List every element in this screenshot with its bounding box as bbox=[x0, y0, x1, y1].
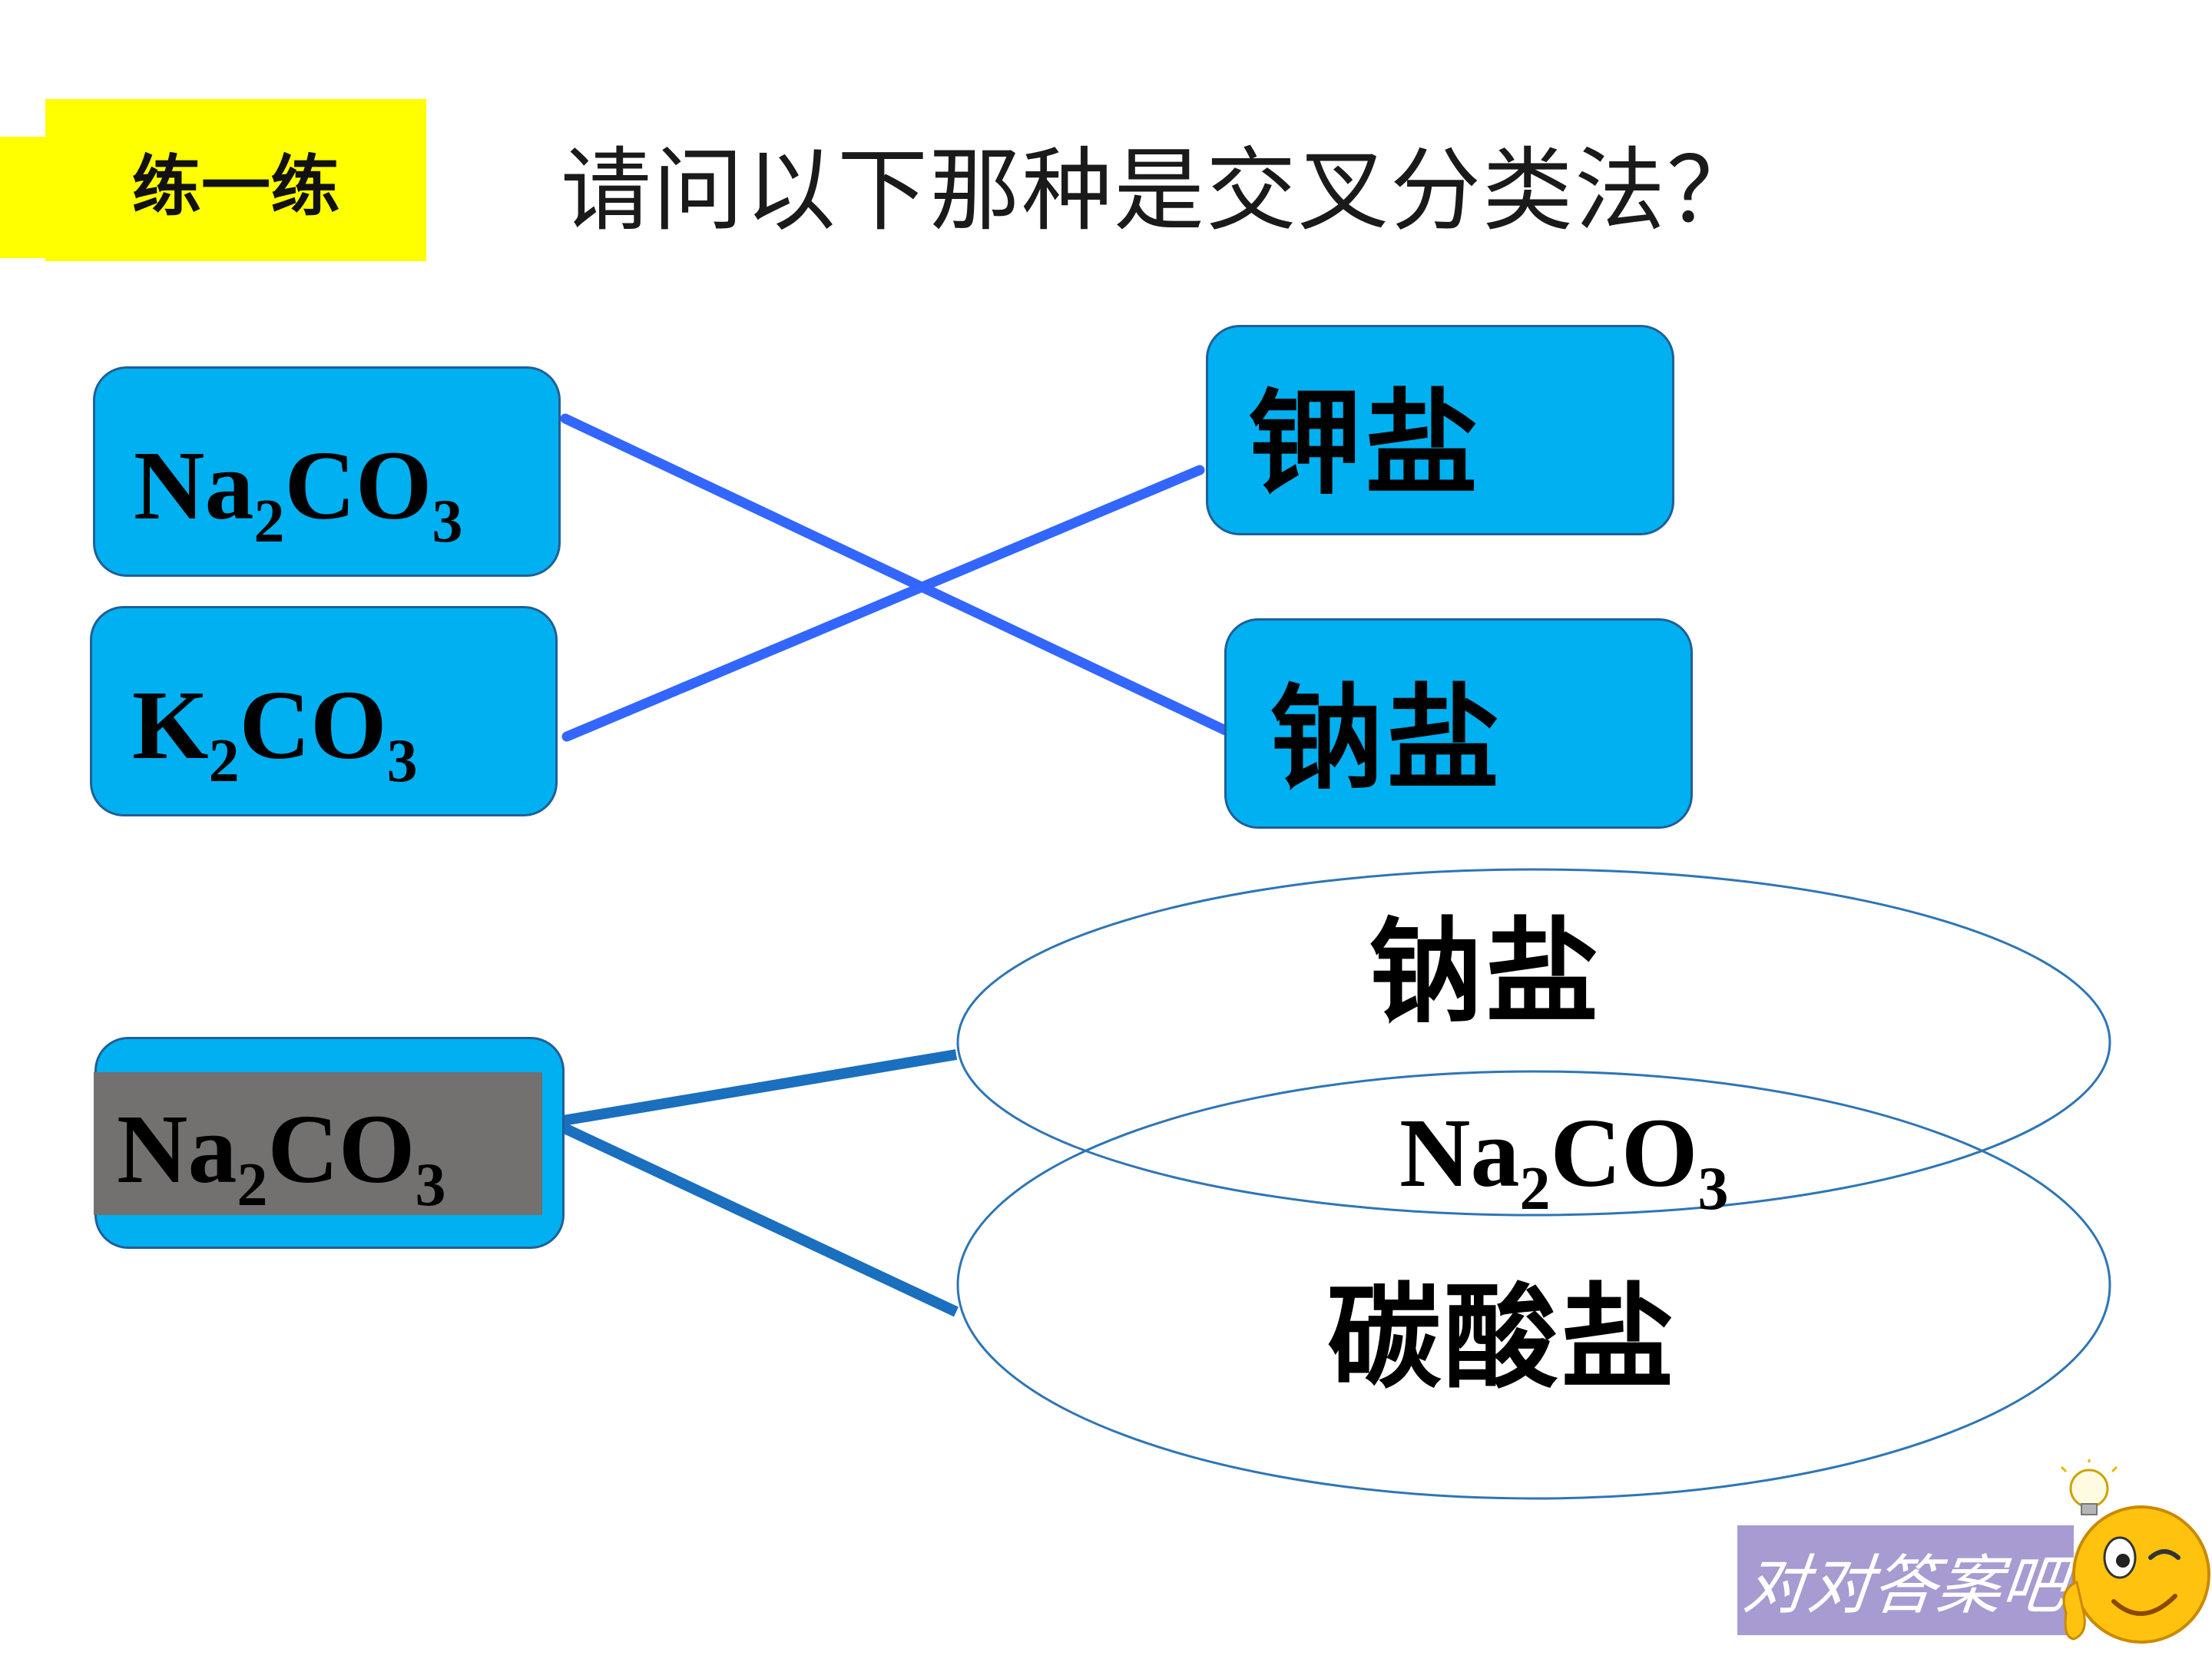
gray-highlight: Na2CO3 bbox=[94, 1072, 542, 1219]
formula-na2co3-source: Na2CO3 bbox=[117, 1094, 446, 1219]
box-nayan: 钠盐 bbox=[1224, 618, 1693, 829]
line-na2co3-to-nayan bbox=[560, 413, 1237, 739]
practice-badge: 练一练 bbox=[45, 99, 426, 261]
check-answer-button[interactable]: 对对答案吧 bbox=[1737, 1525, 2074, 1635]
branch-line-top bbox=[561, 1049, 958, 1126]
label-nayan: 钠盐 bbox=[1270, 673, 1503, 805]
box-k2co3: K2CO3 bbox=[90, 606, 558, 816]
question-title: 请问以下那种是交叉分类法？ bbox=[561, 137, 1760, 243]
formula-na2co3: Na2CO3 bbox=[134, 431, 463, 555]
box-kyan: 钾盐 bbox=[1206, 325, 1674, 535]
ellipse-nayan bbox=[956, 868, 2111, 1217]
ellipse-label-nayan: 钠盐 bbox=[1369, 906, 1602, 1038]
line-k2co3-to-kyan bbox=[561, 465, 1205, 742]
label-kyan: 钾盐 bbox=[1248, 378, 1482, 510]
ellipse-label-tansuanyan: 碳酸盐 bbox=[1327, 1272, 1677, 1404]
badge-tab bbox=[0, 137, 46, 258]
formula-k2co3: K2CO3 bbox=[132, 671, 418, 795]
box-na2co3: Na2CO3 bbox=[93, 366, 561, 577]
smiley-lightbulb-icon bbox=[2060, 1459, 2210, 1644]
check-answer-label: 对对答案吧 bbox=[1740, 1548, 2071, 1623]
ellipse-tansuanyan bbox=[956, 1070, 2111, 1500]
branch-line-bottom bbox=[561, 1122, 959, 1317]
practice-label: 练一练 bbox=[131, 148, 340, 225]
overlap-formula-na2co3: Na2CO3 bbox=[1399, 1098, 1729, 1223]
